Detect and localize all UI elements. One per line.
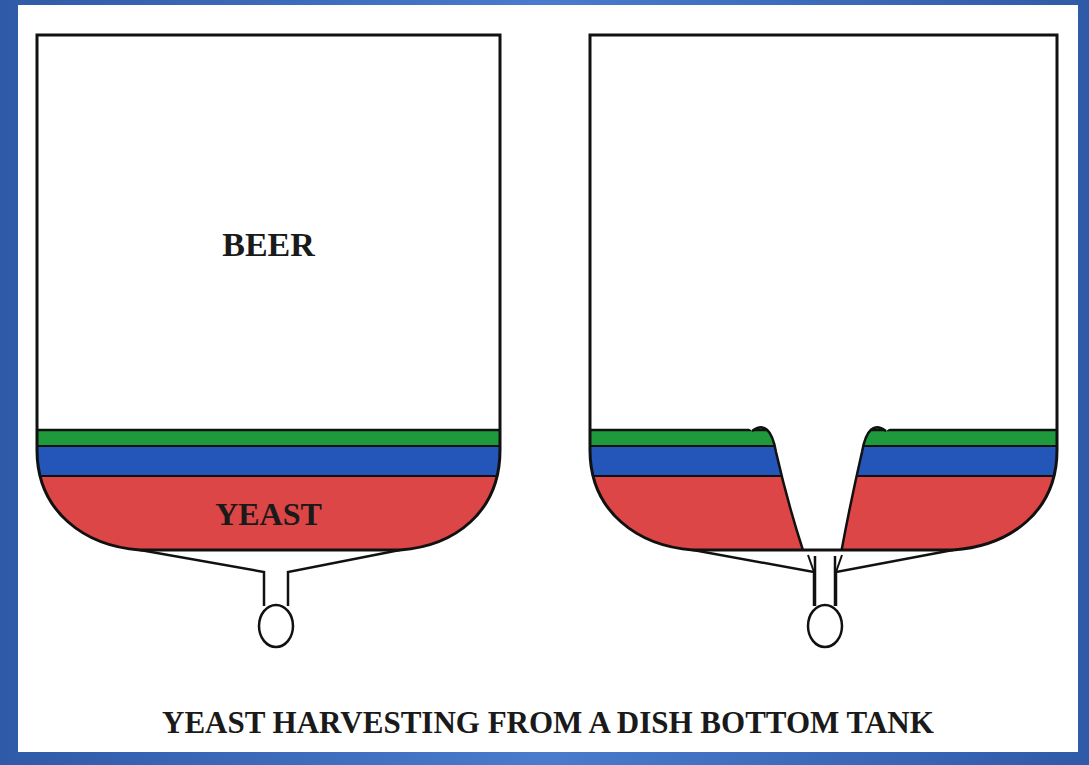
white-panel bbox=[18, 5, 1078, 752]
tank-cone bbox=[693, 550, 953, 606]
tank-outline bbox=[590, 35, 1057, 550]
beer-region: BEER bbox=[40, 120, 497, 370]
region-label: BEER bbox=[222, 228, 315, 262]
outlet-valve bbox=[259, 605, 293, 647]
outlet-valve bbox=[808, 605, 842, 647]
funnel-channel bbox=[816, 552, 835, 604]
diagram-title: YEAST HARVESTING FROM A DISH BOTTOM TANK bbox=[162, 707, 934, 738]
yeast-layer: YEAST bbox=[40, 478, 497, 550]
right-tank-layers bbox=[585, 30, 1065, 582]
outlet-pipe bbox=[815, 556, 835, 606]
region-label: YEAST bbox=[215, 498, 322, 530]
tank-outline bbox=[37, 35, 500, 550]
tank-cone bbox=[140, 550, 400, 606]
left-tank-layers bbox=[30, 30, 510, 556]
